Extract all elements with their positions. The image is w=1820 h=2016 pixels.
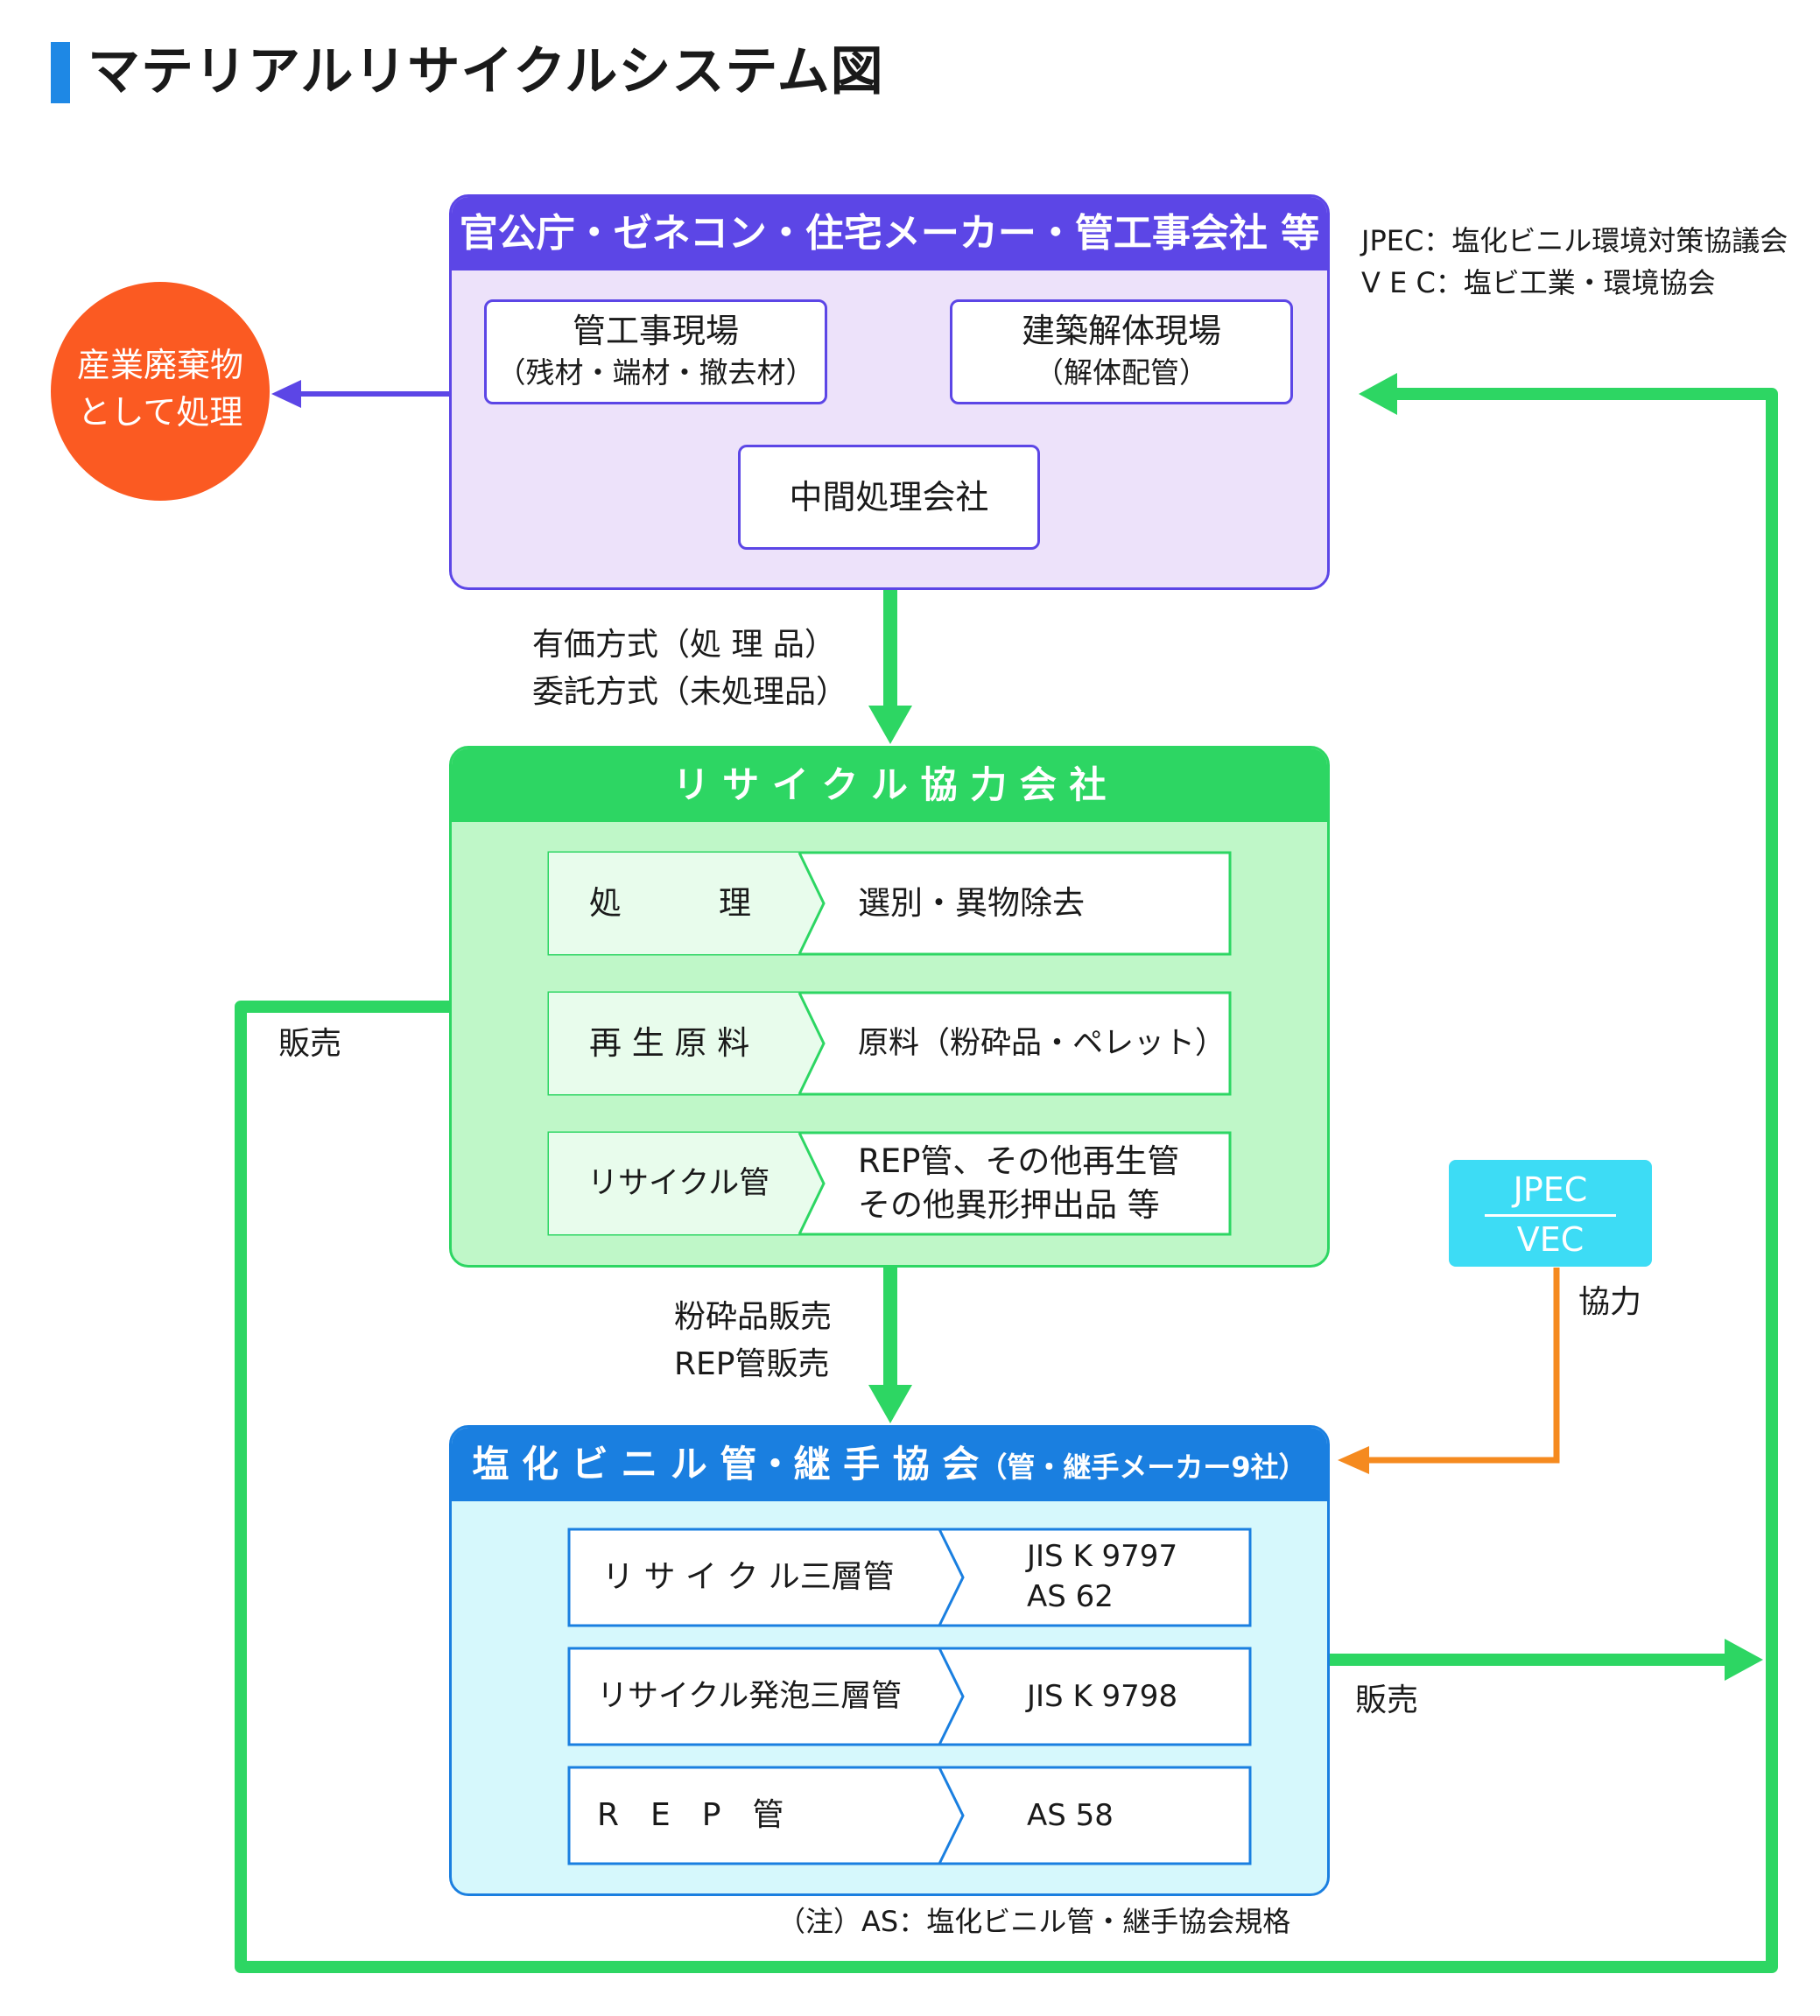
jpec-box-bottom: VEC bbox=[1516, 1220, 1585, 1259]
site-box-pipework-title: 管工事現場 bbox=[572, 312, 739, 350]
industrial-waste-circle: 産業廃棄物 として処理 bbox=[51, 282, 270, 501]
flow-label-valuable: 有価方式（処 理 品） bbox=[532, 627, 836, 663]
site-box-demolition: 建築解体現場 （解体配管） bbox=[950, 299, 1293, 404]
recycle-step-desc: REP管、その他再生管 bbox=[858, 1142, 1180, 1180]
assoc-row-label: R E P 管 bbox=[597, 1797, 784, 1833]
flow-label-rep-sales: REP管販売 bbox=[674, 1346, 830, 1382]
recycle-step-label: 再 生 原 料 bbox=[589, 1024, 750, 1062]
recycle-step-frame bbox=[547, 991, 1232, 1096]
flow-label-crushed-sales: 粉砕品販売 bbox=[674, 1299, 833, 1335]
jpec-box-top: JPEC bbox=[1513, 1170, 1588, 1209]
legend-vec: V E C：塩ビ工業・環境協会 bbox=[1361, 266, 1716, 299]
recycle-step-frame bbox=[547, 851, 1232, 956]
site-box-pipework-sub: （残材・端材・撤去材） bbox=[496, 355, 815, 390]
assoc-row-recycle-three-layer: リ サ イ ク ル三層管 JIS K 9797 AS 62 bbox=[567, 1528, 1252, 1627]
top-group-header: 官公庁・ゼネコン・住宅メーカー・管工事会社 等 bbox=[452, 197, 1327, 270]
waste-line2: として処理 bbox=[77, 393, 243, 432]
assoc-row-spec: JIS K 9798 bbox=[1027, 1679, 1178, 1714]
assoc-row-spec: AS 58 bbox=[1027, 1798, 1114, 1833]
jpec-box-divider bbox=[1485, 1214, 1616, 1217]
site-box-demolition-sub: （解体配管） bbox=[1035, 355, 1208, 390]
site-box-pipework: 管工事現場 （残材・端材・撤去材） bbox=[484, 299, 827, 404]
assoc-row-spec-2: AS 62 bbox=[1027, 1579, 1114, 1614]
recycle-step-processing: 処 理 選別・異物除去 bbox=[547, 851, 1232, 956]
recycle-step-desc: 選別・異物除去 bbox=[858, 884, 1085, 922]
assoc-row-label: リサイクル発泡三層管 bbox=[597, 1679, 903, 1714]
recycle-step-material: 再 生 原 料 原料（粉砕品・ペレット） bbox=[547, 991, 1232, 1096]
recycle-step-label: 処 理 bbox=[589, 884, 751, 922]
recycle-step-label: リサイクル管 bbox=[587, 1166, 770, 1201]
flow-label-consignment: 委託方式（未処理品） bbox=[532, 674, 848, 710]
assoc-row-frame bbox=[567, 1766, 1252, 1865]
coop-arrow bbox=[1366, 1268, 1560, 1464]
assoc-row-frame bbox=[567, 1528, 1252, 1627]
jpec-vec-box: JPEC VEC bbox=[1449, 1160, 1652, 1267]
recycle-step-desc: 原料（粉砕品・ペレット） bbox=[858, 1026, 1226, 1061]
recycle-group-header: リ サ イ ク ル 協 力 会 社 bbox=[452, 748, 1327, 822]
assoc-row-frame bbox=[567, 1647, 1252, 1746]
page-title: マテリアルリサイクルシステム図 bbox=[88, 41, 884, 102]
assoc-row-rep: R E P 管 AS 58 bbox=[567, 1766, 1252, 1865]
assoc-row-recycle-foam: リサイクル発泡三層管 JIS K 9798 bbox=[567, 1647, 1252, 1746]
cooperation-label: 協力 bbox=[1578, 1284, 1642, 1320]
association-header: 塩 化 ビ ニ ル 管・継 手 協 会（管・継手メーカー9社） bbox=[452, 1428, 1327, 1501]
sale-label-left: 販売 bbox=[278, 1026, 342, 1062]
legend-jpec: JPEC：塩化ビニル環境対策協議会 bbox=[1361, 224, 1788, 257]
assoc-row-spec: JIS K 9797 bbox=[1027, 1539, 1178, 1574]
recycle-step-desc-2: その他異形押出品 等 bbox=[858, 1186, 1160, 1224]
recycle-step-frame bbox=[547, 1131, 1232, 1236]
association-header-sub: （管・継手メーカー9社） bbox=[979, 1451, 1307, 1484]
recycle-step-pipe: リサイクル管 REP管、その他再生管 その他異形押出品 等 bbox=[547, 1131, 1232, 1236]
assoc-row-label: リ サ イ ク ル三層管 bbox=[602, 1559, 895, 1595]
title-accent-bar bbox=[51, 42, 70, 103]
intermediate-processor-box: 中間処理会社 bbox=[738, 445, 1040, 550]
sale-label-right: 販売 bbox=[1355, 1682, 1419, 1718]
waste-line1: 産業廃棄物 bbox=[76, 346, 243, 384]
site-box-demolition-title: 建築解体現場 bbox=[1021, 312, 1221, 350]
footnote: （注）AS：塩化ビニル管・継手協会規格 bbox=[777, 1905, 1291, 1938]
association-header-main: 塩 化 ビ ニ ル 管・継 手 協 会 bbox=[472, 1443, 980, 1486]
loop-line bbox=[235, 388, 1778, 1973]
